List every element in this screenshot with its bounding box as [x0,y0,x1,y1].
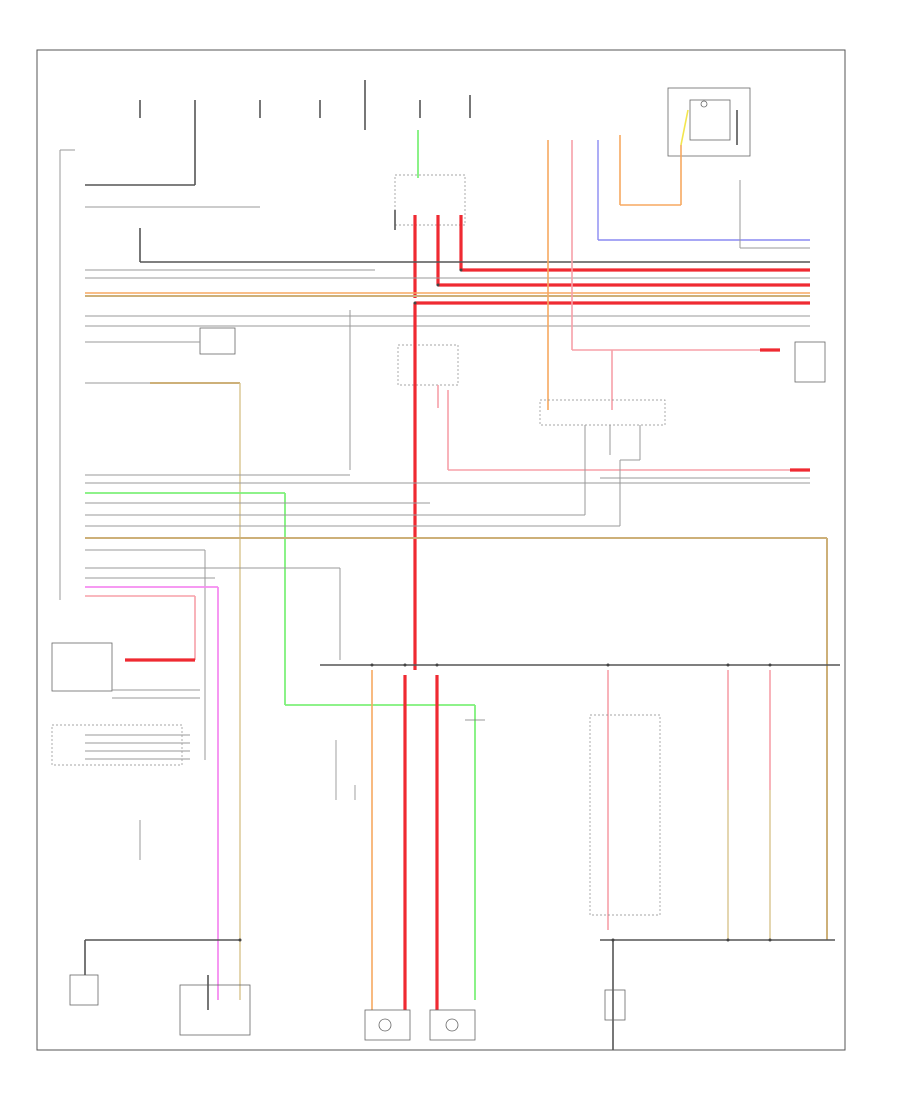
main-harness-lower [85,474,828,1000]
door-lock-actuators [335,714,661,1041]
top-fuse-leads [59,80,471,600]
junction-dots [238,268,772,942]
junction-connector-block [394,130,466,298]
mid-fuse-junction [349,303,810,670]
top-right-switch-area [547,87,826,410]
main-harness-top [85,140,810,327]
lower-ground-bus [320,664,840,1050]
diagram-border [36,49,846,1051]
door-lock-connectors [539,399,810,526]
left-side-switches [51,642,251,1036]
left-module [85,327,241,1000]
